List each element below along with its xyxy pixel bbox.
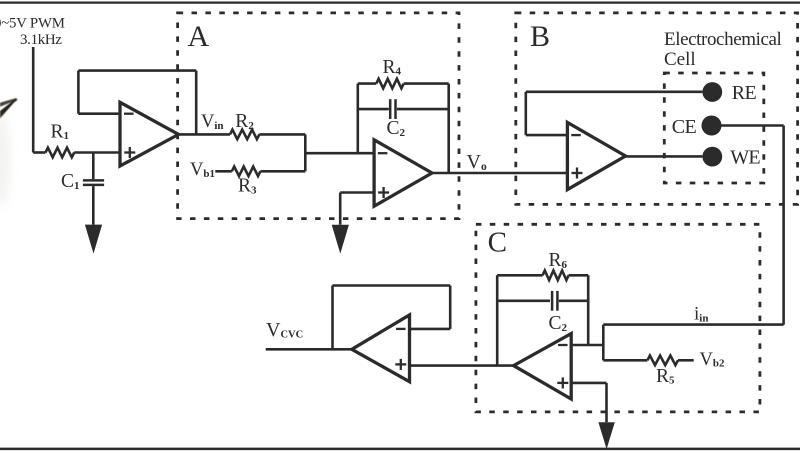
svg-text:B: B xyxy=(530,20,550,53)
svg-text:C: C xyxy=(488,227,507,259)
svg-text:CE: CE xyxy=(672,116,697,138)
svg-text:Electrochemical: Electrochemical xyxy=(664,29,782,50)
svg-text:Cell: Cell xyxy=(664,49,696,70)
svg-text:0~5V PWM: 0~5V PWM xyxy=(0,15,65,31)
svg-text:A: A xyxy=(188,20,210,53)
svg-text:RE: RE xyxy=(732,82,757,104)
svg-text:3.1kHz: 3.1kHz xyxy=(20,32,62,48)
svg-text:WE: WE xyxy=(730,147,760,169)
